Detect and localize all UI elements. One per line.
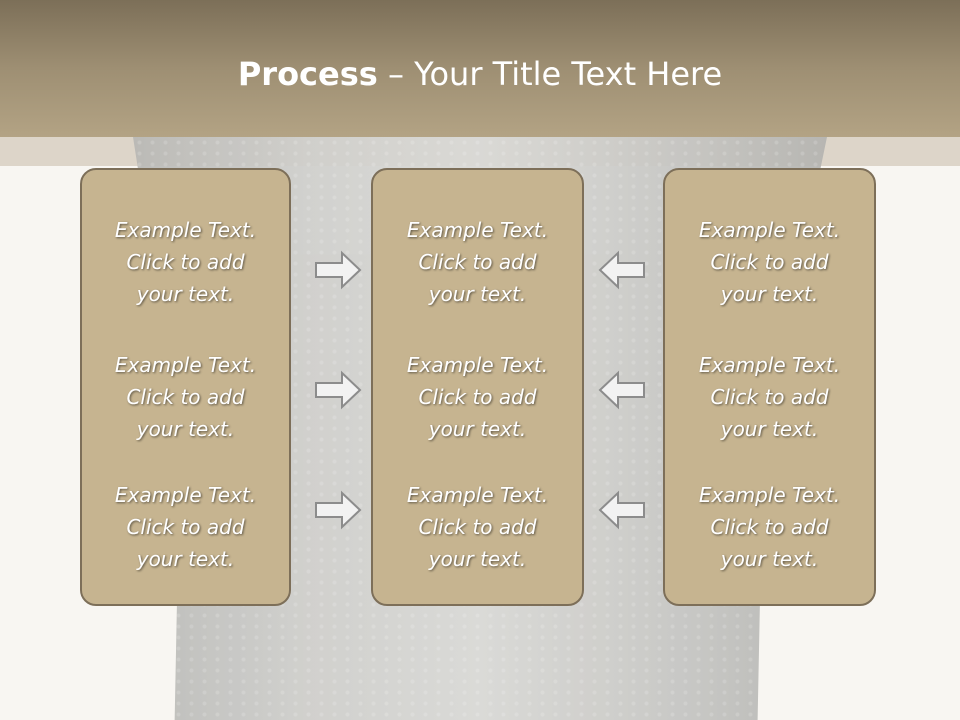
text-block[interactable]: Example Text. Click to add your text. xyxy=(665,214,874,310)
text-line: Click to add xyxy=(126,515,245,539)
text-block[interactable]: Example Text. Click to add your text. xyxy=(82,479,289,575)
process-box-right[interactable]: Example Text. Click to add your text. Ex… xyxy=(663,168,876,606)
text-block[interactable]: Example Text. Click to add your text. xyxy=(373,479,582,575)
text-block[interactable]: Example Text. Click to add your text. xyxy=(665,479,874,575)
arrow-left-icon xyxy=(598,250,645,290)
slide-title[interactable]: Process – Your Title Text Here xyxy=(0,52,960,96)
text-line: Example Text. xyxy=(698,483,841,507)
text-block[interactable]: Example Text. Click to add your text. xyxy=(665,349,874,445)
text-line: Click to add xyxy=(126,385,245,409)
text-line: Click to add xyxy=(418,385,537,409)
text-line: your text. xyxy=(136,547,235,571)
text-block[interactable]: Example Text. Click to add your text. xyxy=(82,214,289,310)
text-line: your text. xyxy=(720,547,819,571)
title-rest: – Your Title Text Here xyxy=(377,55,723,93)
text-line: Click to add xyxy=(710,250,829,274)
text-line: Click to add xyxy=(710,385,829,409)
text-line: Click to add xyxy=(418,515,537,539)
text-block[interactable]: Example Text. Click to add your text. xyxy=(82,349,289,445)
text-line: your text. xyxy=(428,547,527,571)
text-line: your text. xyxy=(720,417,819,441)
text-line: your text. xyxy=(720,282,819,306)
text-line: Example Text. xyxy=(698,353,841,377)
process-box-left[interactable]: Example Text. Click to add your text. Ex… xyxy=(80,168,291,606)
arrow-right-icon xyxy=(315,250,362,290)
text-block[interactable]: Example Text. Click to add your text. xyxy=(373,349,582,445)
process-box-center[interactable]: Example Text. Click to add your text. Ex… xyxy=(371,168,584,606)
text-line: Example Text. xyxy=(406,483,549,507)
text-line: Example Text. xyxy=(114,353,257,377)
arrow-right-icon xyxy=(315,370,362,410)
text-line: Click to add xyxy=(710,515,829,539)
arrow-right-icon xyxy=(315,490,362,530)
text-line: Example Text. xyxy=(114,218,257,242)
title-bar xyxy=(0,0,960,137)
arrow-left-icon xyxy=(598,370,645,410)
text-line: your text. xyxy=(428,282,527,306)
text-line: Click to add xyxy=(418,250,537,274)
text-line: Example Text. xyxy=(406,218,549,242)
arrow-left-icon xyxy=(598,490,645,530)
title-bold: Process xyxy=(237,55,378,93)
text-line: Example Text. xyxy=(698,218,841,242)
text-line: Example Text. xyxy=(406,353,549,377)
text-line: your text. xyxy=(136,417,235,441)
text-line: your text. xyxy=(428,417,527,441)
text-line: your text. xyxy=(136,282,235,306)
text-block[interactable]: Example Text. Click to add your text. xyxy=(373,214,582,310)
text-line: Click to add xyxy=(126,250,245,274)
text-line: Example Text. xyxy=(114,483,257,507)
